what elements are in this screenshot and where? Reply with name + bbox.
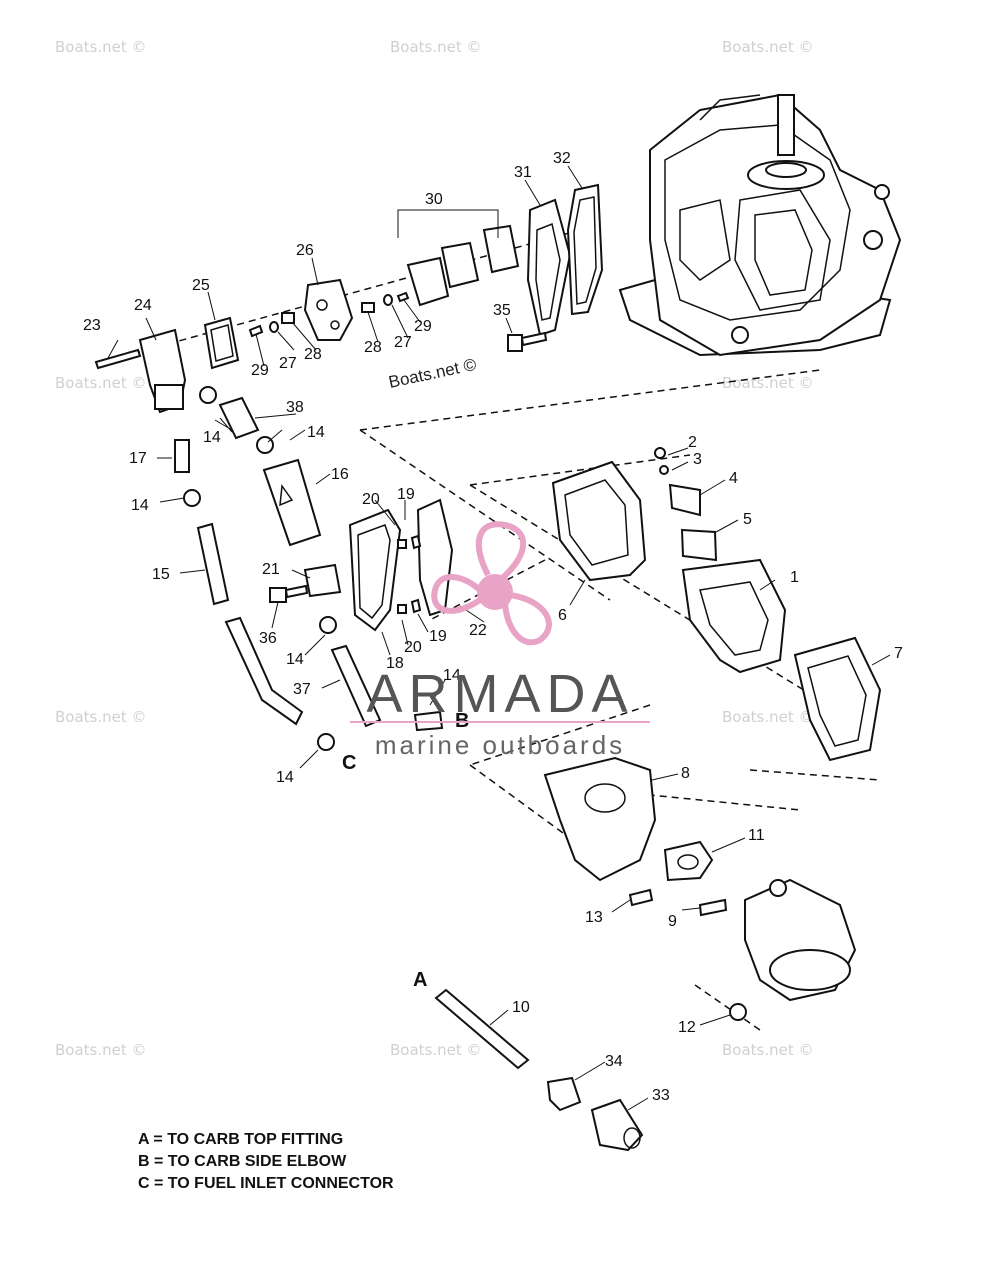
legend-a: A = TO CARB TOP FITTING [138, 1131, 343, 1148]
callout-26: 26 [296, 242, 314, 259]
callout-25: 25 [192, 277, 210, 294]
watermark: Boats.net © [390, 38, 482, 56]
watermark: Boats.net © [722, 1041, 814, 1059]
callout-31: 31 [514, 164, 532, 181]
callout-20a: 20 [362, 491, 380, 508]
watermark: Boats.net © [55, 1041, 147, 1059]
callout-33: 33 [652, 1087, 670, 1104]
leader-lines [107, 165, 891, 1111]
callout-28a: 28 [304, 346, 322, 363]
loose-parts [434, 988, 644, 1152]
callout-18: 18 [386, 655, 404, 672]
callout-28b: 28 [364, 339, 382, 356]
watermark: Boats.net © [55, 374, 147, 392]
brand-name: ARMADA [366, 664, 633, 724]
callout-29b: 29 [414, 318, 432, 335]
callout-30: 30 [425, 191, 443, 208]
armada-logo: ARMADA marine outboards [350, 521, 650, 760]
callout-36: 36 [259, 630, 277, 647]
callout-24: 24 [134, 297, 152, 314]
callout-1: 1 [790, 569, 799, 586]
engine-block [618, 93, 902, 357]
watermark: Boats.net © [55, 38, 147, 56]
watermark: Boats.net © [722, 38, 814, 56]
callout-15: 15 [152, 566, 170, 583]
fuel-filter-hoses [174, 386, 382, 751]
callout-14c: 14 [131, 497, 149, 514]
callout-11: 11 [748, 827, 765, 844]
callout-21: 21 [262, 561, 280, 578]
callout-9: 9 [668, 913, 677, 930]
watermark-dark: Boats.net © [387, 355, 479, 392]
fuel-pump-assembly [94, 183, 604, 414]
callout-19a: 19 [397, 486, 415, 503]
callout-7: 7 [894, 645, 903, 662]
watermark: Boats.net © [722, 374, 814, 392]
callout-14d: 14 [286, 651, 304, 668]
propeller-icon [431, 521, 552, 646]
callout-34: 34 [605, 1053, 623, 1070]
callout-35: 35 [493, 302, 511, 319]
callout-3: 3 [693, 451, 702, 468]
intake-and-carburetor [543, 756, 857, 1021]
callout-14f: 14 [276, 769, 294, 786]
callout-14a: 14 [203, 429, 221, 446]
callout-8: 8 [681, 765, 690, 782]
watermark: Boats.net © [722, 708, 814, 726]
callout-13: 13 [585, 909, 603, 926]
legend-c: C = TO FUEL INLET CONNECTOR [138, 1175, 394, 1192]
callout-10: 10 [512, 999, 530, 1016]
brand-tagline: marine outboards [375, 730, 625, 760]
callout-27b: 27 [394, 334, 412, 351]
callout-5: 5 [743, 511, 752, 528]
callout-29a: 29 [251, 362, 269, 379]
letter-a: A [413, 969, 427, 991]
watermarks: Boats.net © Boats.net © Boats.net © Boat… [55, 38, 814, 1059]
callout-labels: 1 2 3 4 5 6 7 8 9 10 11 12 13 14 14 14 1… [83, 150, 903, 1104]
watermark: Boats.net © [55, 708, 147, 726]
callout-14e: 14 [443, 667, 461, 684]
watermark: Boats.net © [390, 1041, 482, 1059]
callout-16: 16 [331, 466, 349, 483]
legend: A = TO CARB TOP FITTING B = TO CARB SIDE… [138, 1131, 394, 1192]
callout-20b: 20 [404, 639, 422, 656]
callout-32: 32 [553, 150, 571, 167]
letter-c: C [342, 752, 356, 774]
legend-b: B = TO CARB SIDE ELBOW [138, 1153, 347, 1170]
callout-6: 6 [558, 607, 567, 624]
callout-4: 4 [729, 470, 738, 487]
callout-12: 12 [678, 1019, 696, 1036]
callout-38: 38 [286, 399, 304, 416]
callout-17: 17 [129, 450, 147, 467]
callout-22: 22 [469, 622, 487, 639]
callout-19b: 19 [429, 628, 447, 645]
callout-37: 37 [293, 681, 311, 698]
callout-2: 2 [688, 434, 697, 451]
callout-23: 23 [83, 317, 101, 334]
callout-14b: 14 [307, 424, 325, 441]
intake-reed-assembly [551, 447, 882, 762]
callout-27a: 27 [279, 355, 297, 372]
